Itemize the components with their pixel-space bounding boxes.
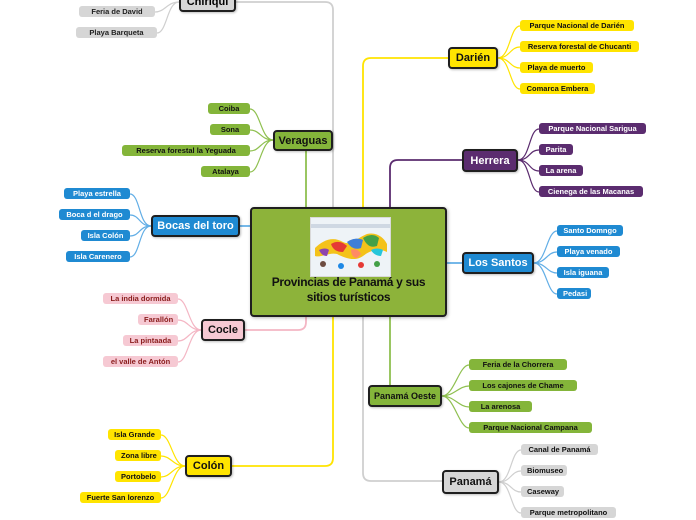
chiriqui-item-feria-de-david[interactable]: Feria de David	[79, 6, 155, 17]
veraguas-leaf-line-0	[249, 108, 274, 141]
bocas-leaf-line-0	[129, 193, 152, 227]
veraguas-item-yeguada[interactable]: Reserva forestal la Yeguada	[122, 145, 250, 156]
cocle-leaf-line-0	[177, 298, 202, 331]
herrera-item-sarigua[interactable]: Parque Nacional Sarigua	[539, 123, 646, 134]
province-cocle[interactable]: Cocle	[201, 319, 245, 341]
central-topic[interactable]: Provincias de Panamá y sus sitios turíst…	[250, 207, 447, 317]
darien-item-parque-nacional[interactable]: Parque Nacional de Darién	[520, 20, 634, 31]
herrera-leaf-line-2	[517, 159, 540, 172]
panama-map-image	[310, 217, 391, 277]
panamaoeste-item-la-arenosa[interactable]: La arenosa	[469, 401, 532, 412]
panamaoeste-item-campana[interactable]: Parque Nacional Campana	[469, 422, 592, 433]
lossantos-leaf-line-3	[533, 262, 558, 295]
darien-leaf-line-3	[497, 57, 521, 90]
province-darien[interactable]: Darién	[448, 47, 498, 69]
branch-line-chiriqui	[235, 1, 334, 208]
province-herrera[interactable]: Herrera	[462, 149, 518, 172]
colon-item-fuerte-san-lorenzo[interactable]: Fuerte San lorenzo	[80, 492, 161, 503]
branch-line-colon	[231, 316, 334, 467]
panama-leaf-line-3	[498, 481, 522, 514]
colon-item-zona-libre[interactable]: Zona libre	[115, 450, 161, 461]
panama-item-canal[interactable]: Canal de Panamá	[521, 444, 598, 455]
branch-line-herrera	[389, 159, 463, 208]
bocas-item-boca-del-drago[interactable]: Boca d el drago	[59, 209, 130, 220]
map-illustration	[311, 218, 390, 276]
lossantos-item-pedasi[interactable]: Pedasi	[557, 288, 591, 299]
bocas-item-isla-colon[interactable]: Isla Colón	[81, 230, 130, 241]
lossantos-item-playa-venado[interactable]: Playa venado	[557, 246, 620, 257]
province-veraguas[interactable]: Veraguas	[273, 130, 333, 151]
bocas-leaf-line-3	[129, 225, 152, 258]
darien-item-comarca-embera[interactable]: Comarca Embera	[520, 83, 595, 94]
lossantos-item-santo-domingo[interactable]: Santo Domngo	[557, 225, 623, 236]
cocle-item-la-pintaada[interactable]: La pintaada	[123, 335, 178, 346]
herrera-leaf-line-0	[517, 128, 540, 161]
province-panama-oeste[interactable]: Panamá Oeste	[368, 385, 442, 407]
panama-item-parque-metropolitano[interactable]: Parque metropolitano	[521, 507, 616, 518]
panama-leaf-line-0	[498, 449, 522, 483]
cocle-item-valle-de-anton[interactable]: el valle de Antón	[103, 356, 178, 367]
province-los-santos[interactable]: Los Santos	[462, 252, 534, 274]
cocle-item-farallon[interactable]: Farallón	[138, 314, 178, 325]
veraguas-item-coiba[interactable]: Coiba	[208, 103, 250, 114]
bocas-item-isla-carenero[interactable]: Isla Carenero	[66, 251, 130, 262]
darien-leaf-line-0	[497, 25, 521, 59]
province-panama[interactable]: Panamá	[442, 470, 499, 494]
panama-item-caseway[interactable]: Caseway	[521, 486, 564, 497]
panamaoeste-leaf-line-0	[441, 364, 470, 397]
panamaoeste-leaf-line-3	[441, 395, 470, 429]
lossantos-leaf-line-0	[533, 230, 558, 264]
branch-line-panama	[362, 316, 443, 482]
herrera-item-cienega-macanas[interactable]: Cienega de las Macanas	[539, 186, 643, 197]
chiriqui-item-playa-barqueta[interactable]: Playa Barqueta	[76, 27, 157, 38]
panamaoeste-item-cajones-chame[interactable]: Los cajones de Chame	[469, 380, 577, 391]
colon-leaf-line-3	[160, 465, 186, 499]
bocas-item-playa-estrella[interactable]: Playa estrella	[64, 188, 130, 199]
central-title: Provincias de Panamá y sus sitios turíst…	[271, 275, 426, 304]
cocle-leaf-line-3	[177, 329, 202, 363]
province-chiriqui[interactable]: Chiriquí	[179, 0, 236, 12]
veraguas-item-atalaya[interactable]: Atalaya	[201, 166, 250, 177]
province-colon[interactable]: Colón	[185, 455, 232, 477]
colon-item-portobelo[interactable]: Portobelo	[115, 471, 161, 482]
herrera-item-parita[interactable]: Parita	[539, 144, 573, 155]
veraguas-item-sona[interactable]: Sona	[210, 124, 250, 135]
panama-item-biomuseo[interactable]: Biomuseo	[521, 465, 567, 476]
darien-item-playa-de-muerto[interactable]: Playa de muerto	[520, 62, 593, 73]
cocle-item-india-dormida[interactable]: La india dormida	[103, 293, 178, 304]
bocas-leaf-line-1	[129, 214, 152, 227]
veraguas-leaf-line-3	[249, 139, 274, 173]
colon-leaf-line-0	[160, 434, 186, 467]
lossantos-item-isla-iguana[interactable]: Isla iguana	[557, 267, 609, 278]
darien-item-reserva-chucanti[interactable]: Reserva forestal de Chucanti	[520, 41, 639, 52]
herrera-leaf-line-3	[517, 159, 540, 193]
province-bocas-del-toro[interactable]: Bocas del toro	[151, 215, 240, 237]
herrera-item-la-arena[interactable]: La arena	[539, 165, 583, 176]
panamaoeste-item-feria-chorrera[interactable]: Feria de la Chorrera	[469, 359, 567, 370]
colon-item-isla-grande[interactable]: Isla Grande	[108, 429, 161, 440]
branch-line-darien	[362, 57, 449, 208]
chiriqui-leaf-line-1	[156, 1, 180, 34]
branch-line-cocle	[244, 316, 307, 331]
